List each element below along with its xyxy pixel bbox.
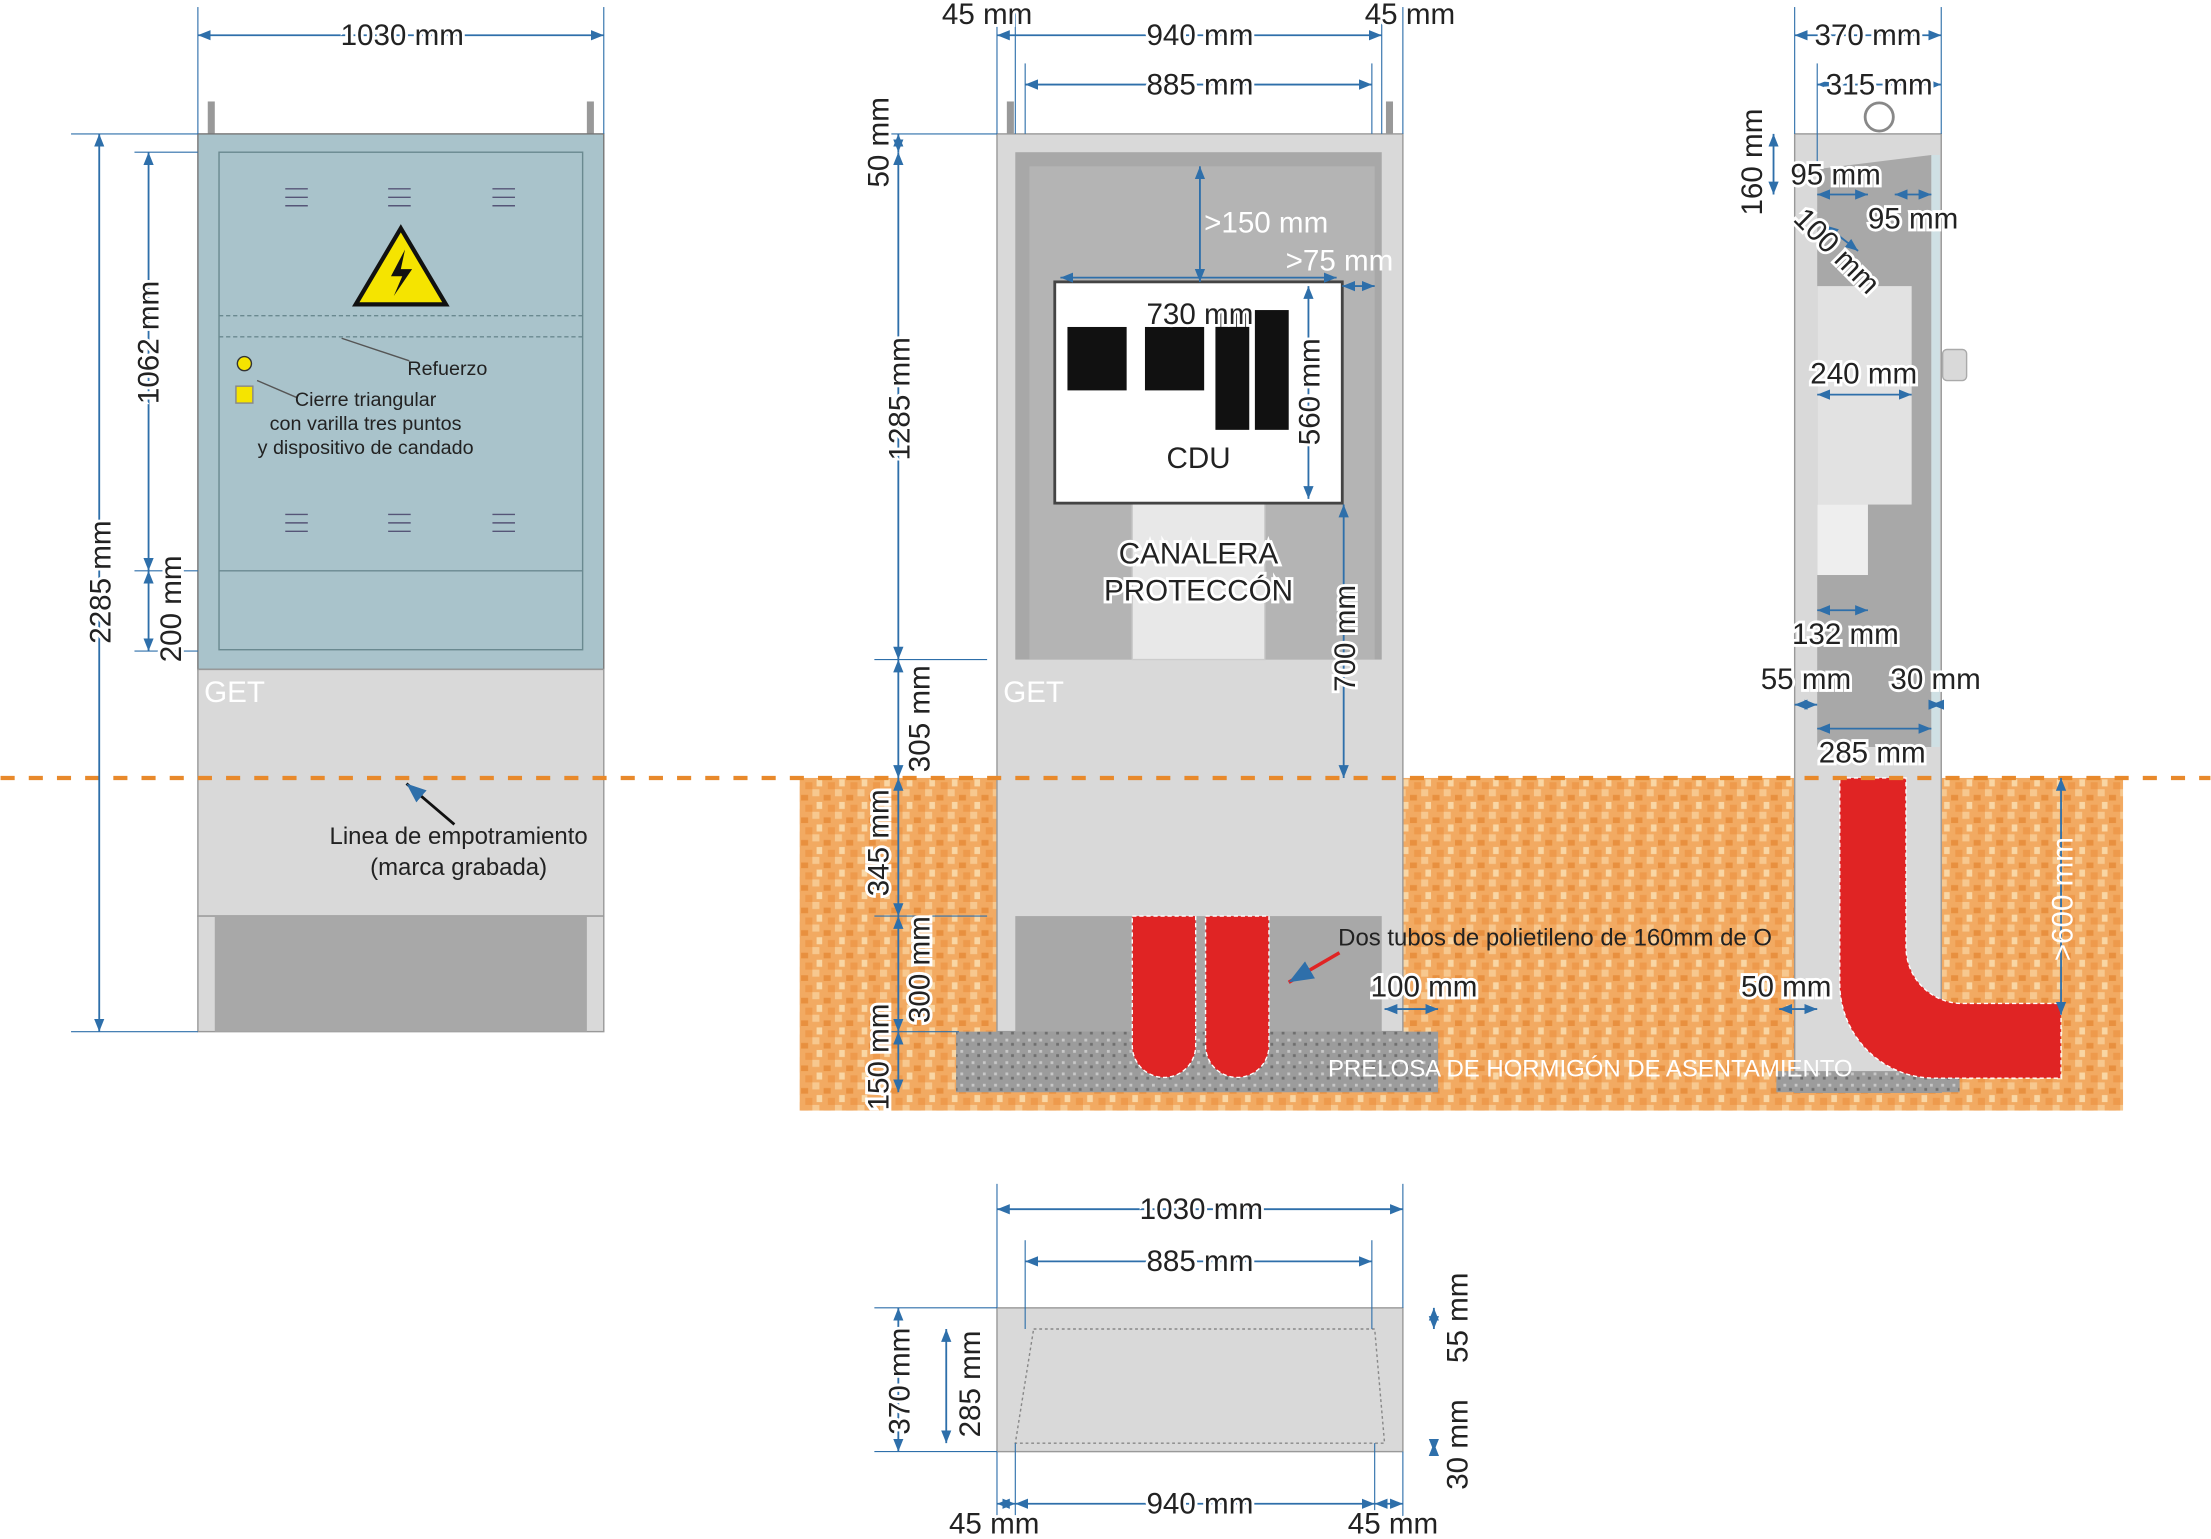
plan-view-depth-label: 370 mm	[884, 1328, 917, 1435]
plan-view-front-label: 55 mm	[1442, 1273, 1475, 1363]
section-view-cdu-width-label: 730 mm	[1146, 298, 1253, 331]
vent-icon	[285, 188, 515, 533]
plan-view-mid-label: 940 mm	[1146, 1488, 1253, 1521]
front-view-label-embed-2-label: (marca grabada)	[370, 854, 547, 881]
section-view-slab-label-label: PRELOSA DE HORMIGÓN DE ASENTAMIENTO	[1328, 1056, 1853, 1083]
plan-view-inner-label: 885 mm	[1146, 1245, 1253, 1278]
lock-icon	[235, 355, 254, 404]
front-view-label-lock-3-label: y dispositivo de candado	[258, 437, 474, 459]
section-view-channel-1-label: CANALERA	[1119, 538, 1279, 571]
front-view-height-door-label: 1062 mm	[132, 281, 165, 404]
concrete-slab	[956, 1031, 1439, 1093]
section-view-slab-label: 150 mm	[862, 1004, 895, 1111]
canalera-channel	[1131, 502, 1266, 661]
section-view-side-left-label: 45 mm	[942, 0, 1032, 31]
section-view-door-width-label: 885 mm	[1146, 68, 1253, 101]
front-view-label-lock-1-label: Cierre triangular	[295, 389, 437, 411]
section-view-pipe-gap-label: 100 mm	[1371, 970, 1478, 1003]
section-view-height-above-ground-label: 305 mm	[903, 665, 936, 772]
cabinet-door	[197, 133, 605, 671]
section-view-pipes-label-label: Dos tubos de polietileno de 160mm de O	[1338, 925, 1772, 952]
section-view-cdu-height-label: 560 mm	[1294, 338, 1327, 445]
plan-view-width-label: 1030 mm	[1140, 1193, 1263, 1226]
section-view-pipe-zone-label: 300 mm	[903, 916, 936, 1023]
side-view-d30-label: 30 mm	[1890, 663, 1980, 696]
front-view-label-embed-1-label: Linea de empotramiento	[330, 823, 588, 850]
side-view-d55-label: 55 mm	[1761, 663, 1851, 696]
section-view-clear-side-label: >75 mm	[1286, 245, 1394, 278]
side-view-d600-label: >600 mm	[2046, 837, 2079, 961]
plan-view-side-right-label: 45 mm	[1348, 1507, 1438, 1539]
front-view-width-label: 1030 mm	[341, 19, 464, 52]
section-view-clear-top-label: >150 mm	[1204, 207, 1328, 240]
section-view-brand-label: GET	[1003, 676, 1064, 709]
section-view-channel-2-label: PROTECCÓN	[1104, 574, 1293, 607]
side-view-inner-depth-label: 315 mm	[1826, 68, 1933, 101]
section-view-inner-width-label: 940 mm	[1146, 19, 1253, 52]
side-view-d50-label: 50 mm	[1741, 970, 1831, 1003]
high-voltage-warning-icon	[352, 224, 450, 307]
section-view-channel-height-label: 700 mm	[1329, 585, 1362, 692]
front-view-height-total-label: 2285 mm	[85, 520, 118, 643]
plan-view-back-label: 30 mm	[1442, 1399, 1475, 1489]
cabinet-base	[197, 668, 605, 917]
plan-view-side-left-label: 45 mm	[949, 1507, 1039, 1539]
side-view-d132-label: 132 mm	[1792, 618, 1899, 651]
front-view-label-reinforcement-label: Refuerzo	[407, 358, 487, 380]
dimension-line	[1825, 224, 1859, 252]
front-view-brand-label: GET	[204, 676, 265, 709]
front-view-label-lock-2-label: con varilla tres puntos	[270, 413, 462, 435]
section-view-cdu-label-label: CDU	[1166, 442, 1230, 475]
side-view-d95a-label: 95 mm	[1790, 159, 1880, 192]
breaker-icon	[1067, 310, 1289, 430]
plan-view-inner-depth-label: 285 mm	[954, 1331, 987, 1438]
side-view-d240-label: 240 mm	[1810, 357, 1917, 390]
section-view-side-right-label: 45 mm	[1365, 0, 1455, 31]
side-view-d285-label: 285 mm	[1819, 736, 1926, 769]
side-view-roof-label: 160 mm	[1736, 109, 1769, 216]
pe-pipe-elbow	[1839, 777, 2062, 1079]
cdu-panel	[1053, 280, 1344, 505]
side-view-d95b-label: 95 mm	[1868, 202, 1958, 235]
front-view-height-base-label: 200 mm	[155, 555, 188, 662]
section-view-buried-label: 345 mm	[862, 789, 895, 896]
section-view-top-label: 50 mm	[862, 97, 895, 187]
plan-view	[996, 1307, 1404, 1453]
side-view-depth-label: 370 mm	[1815, 19, 1922, 52]
section-view-height-upper-label: 1285 mm	[884, 337, 917, 460]
section-view	[956, 101, 1439, 1093]
front-view	[197, 101, 605, 1033]
pe-pipe	[1131, 915, 1270, 1079]
